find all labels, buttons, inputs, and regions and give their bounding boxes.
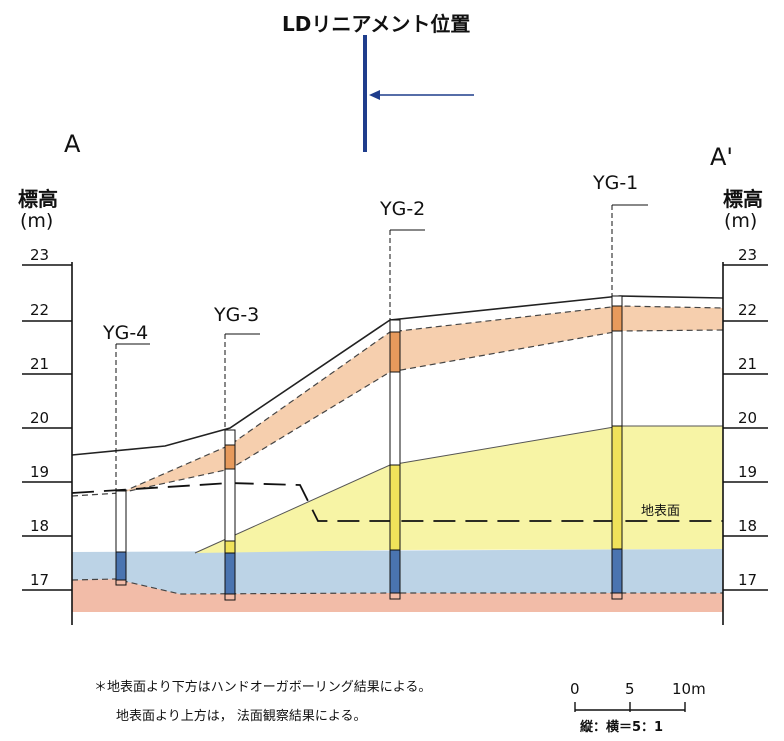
lineament-arrow-head (369, 90, 380, 100)
orange-base-dashed (119, 329, 724, 494)
scale-bar (574, 702, 686, 712)
note-line-2: 地表面より上方は， 法面観察結果による。 (116, 709, 367, 724)
left-tick-label: 22 (30, 301, 50, 319)
right-tick-label: 18 (738, 517, 758, 535)
yellow-layer (195, 426, 723, 553)
ground-profile-line (71, 295, 724, 456)
right-tick-label: 20 (738, 409, 758, 427)
upper-boundary-dashed (71, 305, 724, 497)
ground-surface-dashed (71, 482, 723, 522)
note-line-1: ＊地表面より下方はハンドオーガボーリング結果による。 (94, 680, 432, 695)
borehole-label-yg1: YG-1 (593, 172, 639, 194)
borehole-yg4 (115, 343, 150, 586)
right-tick-label: 22 (738, 301, 758, 319)
left-tick-label: 20 (30, 409, 50, 427)
left-tick-label: 17 (30, 571, 50, 589)
right-tick-label: 23 (738, 246, 758, 264)
section-start-label: A (64, 130, 81, 158)
right-tick-label: 19 (738, 463, 758, 481)
borehole-yg2 (389, 229, 425, 600)
left-axis-title: 標高 (18, 187, 58, 211)
left-tick-label: 23 (30, 246, 50, 264)
yellow-top-line (194, 425, 723, 554)
lineament-title: LDリニアメント位置 (282, 12, 471, 36)
borehole-label-yg4: YG-4 (103, 322, 149, 344)
scale-label-0: 0 (570, 680, 580, 698)
borehole-label-yg2: YG-2 (380, 198, 426, 220)
right-tick-label: 17 (738, 571, 758, 589)
scale-label-10: 10m (672, 680, 706, 698)
borehole-yg3 (224, 333, 260, 601)
left-axis-unit: (m) (20, 210, 54, 232)
left-tick-lines (22, 264, 72, 591)
right-axis-title: 標高 (723, 187, 763, 211)
section-end-label: A' (710, 143, 734, 171)
orange-layer (120, 306, 723, 493)
borehole-yg1 (611, 204, 648, 600)
ground-surface-label: 地表面 (641, 504, 681, 519)
left-tick-label: 19 (30, 463, 50, 481)
left-tick-label: 21 (30, 355, 50, 373)
right-tick-label: 21 (738, 355, 758, 373)
right-axis-unit: (m) (724, 210, 758, 232)
right-tick-lines (723, 264, 768, 591)
pink-top-dashed (71, 578, 723, 595)
scale-label-5: 5 (625, 680, 635, 698)
borehole-label-yg3: YG-3 (214, 304, 260, 326)
scale-ratio: 縦：横＝5：1 (580, 720, 664, 735)
left-tick-label: 18 (30, 517, 50, 535)
